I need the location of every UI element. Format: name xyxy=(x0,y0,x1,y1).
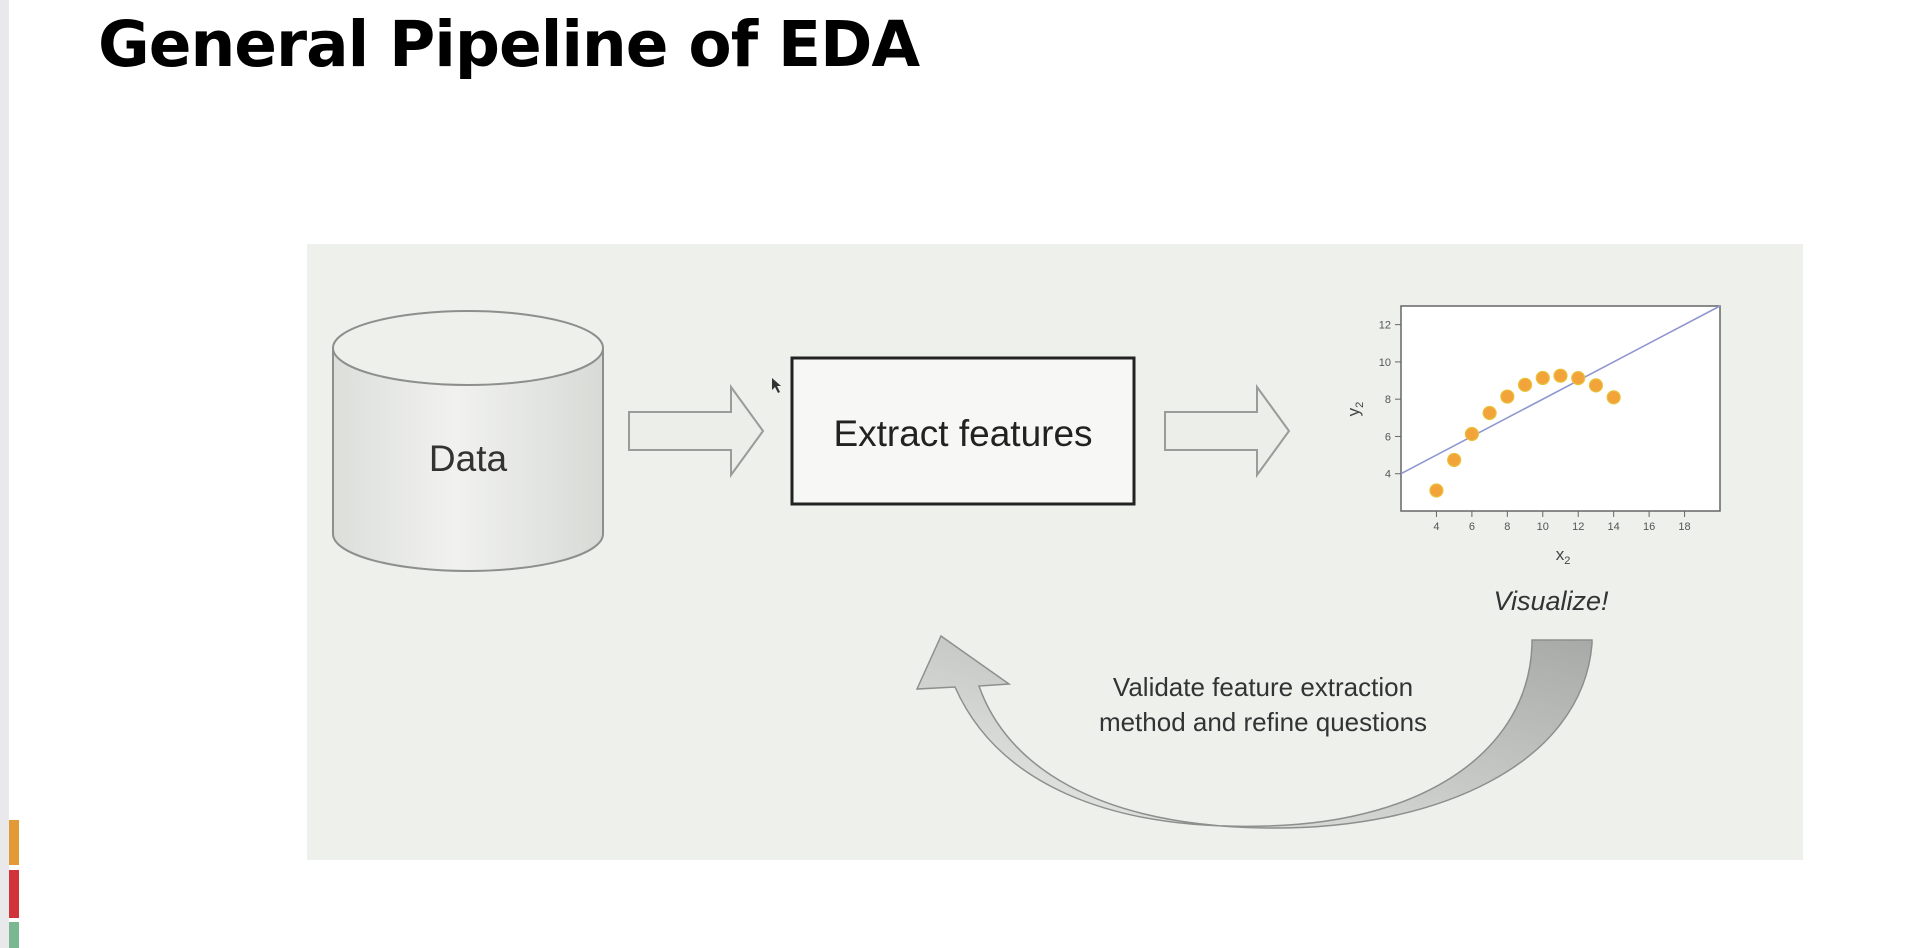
slide-title: General Pipeline of EDA xyxy=(98,8,920,81)
data-point xyxy=(1571,371,1586,386)
visualize-label: Visualize! xyxy=(1493,586,1609,616)
data-point xyxy=(1553,368,1568,383)
data-point xyxy=(1429,483,1444,498)
x-tick-label: 8 xyxy=(1504,521,1510,533)
plot-layer: 4 6 8 10 12 14 16 18 4 6 8 10 12 xyxy=(1379,305,1721,533)
fit-line xyxy=(1400,305,1721,475)
accent-bar-green xyxy=(9,922,19,948)
data-store-cylinder: Data xyxy=(332,310,604,572)
feedback-line-1: Validate feature extraction xyxy=(1113,672,1413,702)
data-point xyxy=(1500,389,1515,404)
eda-pipeline-figure: Data Extract features 4 6 8 10 12 14 16 18 4 6 8 10… xyxy=(307,244,1803,860)
data-point xyxy=(1606,390,1621,405)
data-point xyxy=(1517,377,1533,392)
data-point xyxy=(1464,426,1479,442)
x-tick-label: 12 xyxy=(1572,521,1584,533)
extract-features-box: Extract features xyxy=(790,356,1136,506)
x-tick-label: 6 xyxy=(1469,521,1475,533)
y-tick-label: 6 xyxy=(1385,431,1391,443)
y-tick-label: 10 xyxy=(1379,357,1391,369)
feedback-return-arrow xyxy=(915,634,1593,829)
plot-frame xyxy=(1400,305,1721,512)
x-tick-label: 18 xyxy=(1678,521,1690,533)
y-tick-label: 12 xyxy=(1379,320,1391,332)
data-store-label: Data xyxy=(429,438,508,479)
mouse-cursor xyxy=(772,378,781,393)
x-tick-label: 14 xyxy=(1608,521,1620,533)
y-tick-label: 8 xyxy=(1385,394,1391,406)
y-tick-label: 4 xyxy=(1385,469,1391,481)
data-point xyxy=(1447,452,1462,468)
flow-arrow-2 xyxy=(1164,383,1291,479)
feedback-line-2: method and refine questions xyxy=(1099,707,1427,737)
data-point xyxy=(1482,405,1497,421)
data-point xyxy=(1535,370,1550,386)
x-tick-label: 16 xyxy=(1643,521,1655,533)
x-tick-label: 4 xyxy=(1433,521,1439,533)
accent-bar-red xyxy=(9,870,19,918)
y-axis-label: y2 xyxy=(1344,402,1366,417)
x-tick-label: 10 xyxy=(1537,521,1549,533)
extract-features-label: Extract features xyxy=(833,413,1092,454)
accent-bar-orange xyxy=(9,820,19,865)
left-margin-rule xyxy=(0,0,9,948)
scatter-plot: 4 6 8 10 12 14 16 18 4 6 8 10 12 x2 y2 xyxy=(1344,305,1721,567)
data-point xyxy=(1588,378,1604,393)
flow-arrow-1 xyxy=(628,383,765,479)
x-axis-label: x2 xyxy=(1556,545,1571,567)
